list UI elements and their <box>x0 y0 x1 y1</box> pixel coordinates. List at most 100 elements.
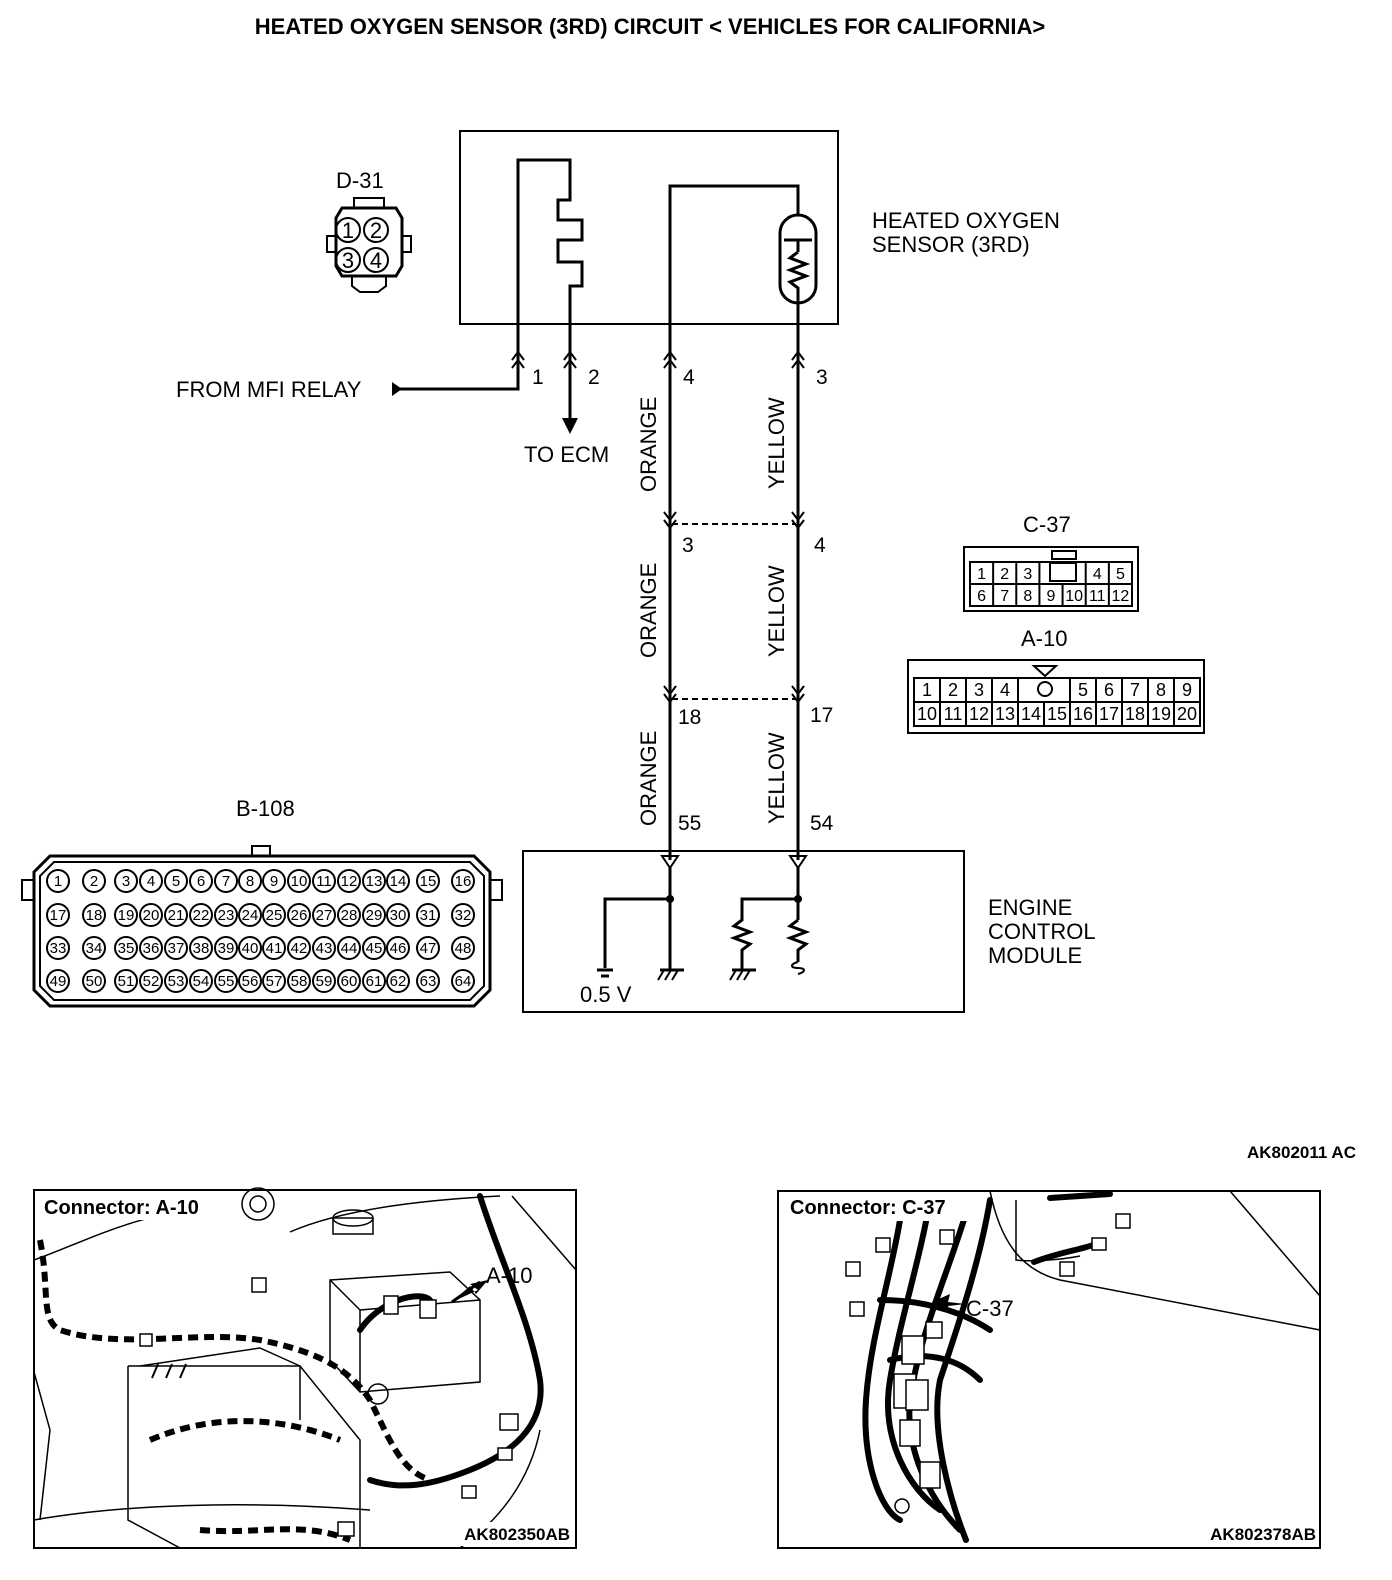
b108-pin: 18 <box>86 907 103 924</box>
b108-pin: 48 <box>455 940 472 957</box>
from-mfi-relay-label: FROM MFI RELAY <box>176 377 362 402</box>
b108-pin: 59 <box>316 973 333 990</box>
b108-pin: 34 <box>86 940 103 957</box>
b108-pin-circle <box>139 869 163 893</box>
c37-chevrons <box>663 511 805 530</box>
a10-pin: 10 <box>917 704 937 724</box>
a10-pin-18: 18 <box>678 706 701 729</box>
c37-pin: 2 <box>1000 566 1009 583</box>
b108-pin-circle <box>46 903 70 927</box>
b108-pin-circle <box>451 903 475 927</box>
b108-pin-circle <box>82 969 106 993</box>
c37-pin: 1 <box>977 566 986 583</box>
b108-pin-circle <box>312 903 336 927</box>
b108-pin: 61 <box>366 973 383 990</box>
b108-pin: 11 <box>316 873 332 890</box>
to-ecm-arrow-icon <box>562 418 578 434</box>
sensor-pin-4: 4 <box>683 366 695 389</box>
ecm-terminal-55 <box>660 855 680 870</box>
b108-pin: 23 <box>218 907 235 924</box>
b108-pin: 24 <box>242 907 259 924</box>
b108-pin-circle <box>416 969 440 993</box>
ecm-pin-55: 55 <box>678 812 701 835</box>
c37-pin: 12 <box>1112 588 1130 605</box>
photo-a10: A-10 Connector: A-10 AK802350AB <box>33 1187 577 1549</box>
a10-pin: 2 <box>948 680 958 700</box>
b108-pin-circle <box>312 936 336 960</box>
b108-pin-circle <box>114 869 138 893</box>
a10-pin: 9 <box>1182 680 1192 700</box>
b108-pin-circle <box>386 903 410 927</box>
b108-pin-circle <box>189 903 213 927</box>
b108-pin-circle <box>189 936 213 960</box>
b108-pin: 29 <box>366 907 383 924</box>
wire-color-yellow-1: YELLOW <box>764 397 789 489</box>
a10-pin: 12 <box>969 704 989 724</box>
b108-pin: 8 <box>246 873 254 890</box>
ecm-label-1: ENGINE <box>988 895 1072 920</box>
b108-pin-circle <box>337 936 361 960</box>
b108-pin-circle <box>164 869 188 893</box>
b108-pin-circle <box>362 936 386 960</box>
d31-name: D-31 <box>336 168 384 193</box>
b108-pin-circle <box>46 869 70 893</box>
c37-pin: 8 <box>1023 588 1032 605</box>
b108-pin-circle <box>139 969 163 993</box>
b108-pin: 49 <box>50 973 67 990</box>
heater-element <box>516 158 584 380</box>
connector-d31: D-31 1 2 3 4 <box>326 168 412 293</box>
ecm-label-3: MODULE <box>988 943 1082 968</box>
b108-pin-circle <box>386 936 410 960</box>
b108-pin-circle <box>386 869 410 893</box>
a10-chevrons <box>663 685 805 704</box>
b108-pin-circle <box>189 969 213 993</box>
b108-pin-circle <box>287 869 311 893</box>
b108-pin-circle <box>451 936 475 960</box>
b108-pin-circle <box>214 903 238 927</box>
a10-pin: 4 <box>1000 680 1010 700</box>
c37-pin: 11 <box>1089 588 1106 605</box>
sensor-box <box>459 130 839 325</box>
b108-pin: 33 <box>50 940 67 957</box>
photo-a10-callout: A-10 <box>486 1263 532 1288</box>
b108-pin-circle <box>189 869 213 893</box>
a10-pin: 6 <box>1104 680 1114 700</box>
b108-pin: 63 <box>420 973 437 990</box>
b108-pin-circle <box>262 969 286 993</box>
b108-pin: 22 <box>193 907 210 924</box>
sensor-label-2: SENSOR (3RD) <box>872 232 1030 257</box>
b108-pin: 56 <box>242 973 259 990</box>
b108-pin: 43 <box>316 940 333 957</box>
a10-pin: 11 <box>944 704 963 724</box>
b108-pin: 15 <box>420 873 437 890</box>
b108-pin: 37 <box>168 940 185 957</box>
b108-pin-circle <box>416 869 440 893</box>
a10-name: A-10 <box>1021 626 1067 651</box>
b108-pin-circle <box>262 903 286 927</box>
b108-pin-circle <box>164 903 188 927</box>
b108-pin: 5 <box>172 873 180 890</box>
a10-pin: 17 <box>1099 704 1119 724</box>
b108-pin: 17 <box>50 907 67 924</box>
photo-a10-code: AK802350AB <box>464 1525 570 1544</box>
b108-pin-circle <box>416 936 440 960</box>
a10-pin: 18 <box>1125 704 1145 724</box>
sensor-wire-4 <box>668 184 800 380</box>
c37-pin: 3 <box>1023 566 1032 583</box>
b108-pin: 7 <box>222 873 230 890</box>
b108-pin: 30 <box>390 907 407 924</box>
b108-pin: 28 <box>341 907 358 924</box>
b108-pin: 12 <box>341 873 358 890</box>
b108-pin: 62 <box>390 973 407 990</box>
a10-pin: 3 <box>974 680 984 700</box>
b108-pin: 57 <box>266 973 283 990</box>
b108-pin: 3 <box>122 873 130 890</box>
b108-pin-circle <box>312 969 336 993</box>
b108-pin: 19 <box>118 907 135 924</box>
b108-pin-circle <box>214 869 238 893</box>
b108-pin-circle <box>262 936 286 960</box>
